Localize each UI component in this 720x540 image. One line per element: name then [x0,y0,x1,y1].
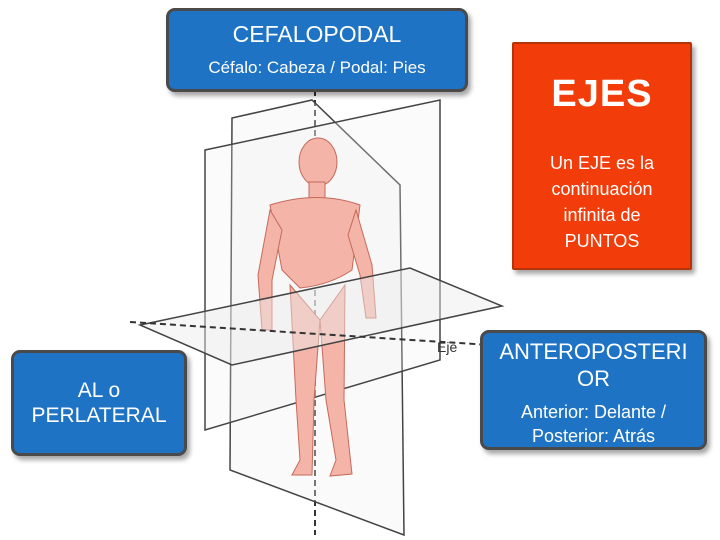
cefalopodal-subtitle: Céfalo: Cabeza / Podal: Pies [208,58,426,77]
ejes-body: Un EJE es la continuación infinita de PU… [549,153,655,251]
ejes-box: EJES Un EJE es la continuación infinita … [512,42,692,270]
cefalopodal-title: CEFALOPODAL [232,21,402,47]
cefalopodal-box: CEFALOPODAL Céfalo: Cabeza / Podal: Pies [166,8,468,92]
transverse-plane [137,267,505,366]
ejes-title: EJES [551,73,653,115]
eje-label: Eje [437,339,457,355]
anteroposterior-box: ANTEROPOSTERIOR Anterior: Delante / Post… [480,330,707,450]
human-body [257,137,377,477]
lateral-title: AL o PERLATERAL [31,379,167,427]
antero-posterior-axis-line [129,321,491,346]
lateral-box: AL o PERLATERAL [11,350,187,456]
anteroposterior-title: ANTEROPOSTERIOR [499,339,688,391]
anteroposterior-subtitle: Anterior: Delante / Posterior: Atrás [520,402,667,446]
